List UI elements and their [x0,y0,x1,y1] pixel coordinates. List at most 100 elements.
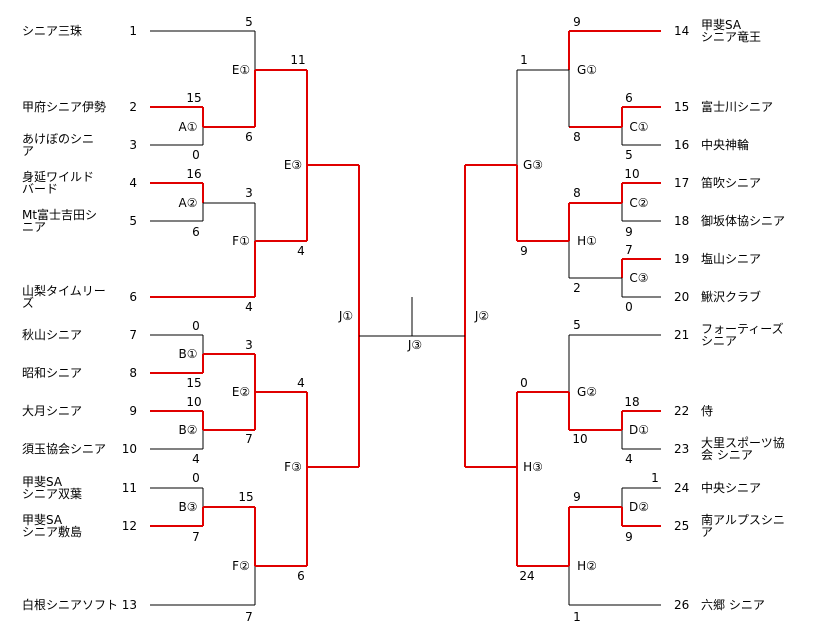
team-name: 南アルプスシニ [701,513,785,527]
score-label: 10 [572,432,588,446]
match-label: C② [629,196,649,210]
score-label: 1 [573,610,581,624]
team-name: 昭和シニア [22,366,83,380]
score-label: 18 [624,395,640,409]
score-label: 9 [573,490,581,504]
team-name: 大月シニア [22,404,83,418]
match-label: D① [629,423,649,437]
score-label: 3 [245,338,253,352]
team-name: Mt富士吉田シ [22,208,98,222]
team-name: 甲府シニア伊勢 [22,100,107,114]
team-name: 侍 [701,404,714,418]
team-name: 中央シニア [701,481,762,495]
seed-number: 21 [674,328,690,342]
team-name: フォーティーズ [701,322,784,336]
match-label: H① [577,234,597,248]
match-label: G① [576,63,598,77]
match-label: A② [178,196,198,210]
score-label: 10 [624,167,640,181]
score-label: 8 [573,186,581,200]
match-label: F② [232,559,250,573]
team-name: 秋山シニア [22,328,83,342]
team-name: 甲斐SA [22,475,63,489]
score-label: 4 [297,244,305,258]
score-label: 6 [625,91,633,105]
score-label: 15 [186,376,202,390]
seed-number: 17 [674,176,690,190]
match-label: H② [577,559,597,573]
team-name: ア [22,144,35,158]
score-label: 0 [520,376,528,390]
score-label: 7 [625,243,633,257]
match-label: B① [178,347,198,361]
seed-number: 6 [129,290,137,304]
team-name: ア [701,525,714,539]
seed-number: 24 [674,481,690,495]
team-name: ズ [22,296,35,310]
team-name: バード [22,182,59,196]
score-label: 5 [625,148,633,162]
match-label: J③ [407,338,423,352]
match-label: B③ [178,500,198,514]
team-name: 大里スポーツ協 [701,436,785,450]
team-name: 会 シニア [701,448,753,462]
match-label: J① [338,309,354,323]
score-label: 15 [186,91,202,105]
seed-number: 14 [674,24,690,38]
team-name: ニア [22,220,47,234]
seed-number: 8 [129,366,137,380]
match-label: F③ [284,460,302,474]
match-label: C① [629,120,649,134]
seed-number: 20 [674,290,690,304]
score-label: 0 [192,148,200,162]
score-label: 0 [192,471,200,485]
team-name: 塩山シニア [701,252,762,266]
score-label: 4 [625,452,633,466]
team-name: シニア [701,334,738,348]
score-label: 2 [573,281,581,295]
match-label: A① [178,120,198,134]
score-label: 0 [192,319,200,333]
score-label: 7 [192,530,200,544]
team-name: 御坂体協シニア [701,214,786,228]
score-label: 24 [519,569,535,583]
score-label: 4 [297,376,305,390]
score-label: 9 [625,225,633,239]
seed-number: 13 [121,598,137,612]
score-label: 9 [625,530,633,544]
score-label: 1 [651,471,659,485]
score-label: 0 [625,300,633,314]
team-name: 鰍沢クラブ [701,290,762,304]
team-name: シニア双葉 [22,487,83,501]
team-name: 須玉協会シニア [22,442,107,456]
seed-number: 10 [121,442,137,456]
score-label: 4 [192,452,200,466]
seed-number: 1 [129,24,137,38]
score-label: 10 [186,395,202,409]
team-name: シニア竜王 [701,30,762,44]
seed-number: 5 [129,214,137,228]
match-label: H③ [523,460,543,474]
match-label: J② [474,309,490,323]
seed-number: 25 [674,519,690,533]
seed-number: 23 [674,442,690,456]
team-name: 白根シニアソフト [22,598,119,612]
seed-number: 26 [674,598,690,612]
match-label: E③ [283,158,303,172]
team-name: あけぼのシニ [22,132,95,146]
score-label: 4 [245,300,253,314]
score-label: 6 [245,130,253,144]
seed-number: 16 [674,138,690,152]
score-label: 6 [297,569,305,583]
match-label: G② [576,385,598,399]
team-name: 甲斐SA [701,18,742,32]
seed-number: 15 [674,100,690,114]
score-label: 5 [573,318,581,332]
match-label: B② [178,423,198,437]
seed-number: 18 [674,214,690,228]
score-label: 7 [245,432,253,446]
seed-number: 22 [674,404,690,418]
match-label: E② [231,385,251,399]
match-label: F① [232,234,250,248]
